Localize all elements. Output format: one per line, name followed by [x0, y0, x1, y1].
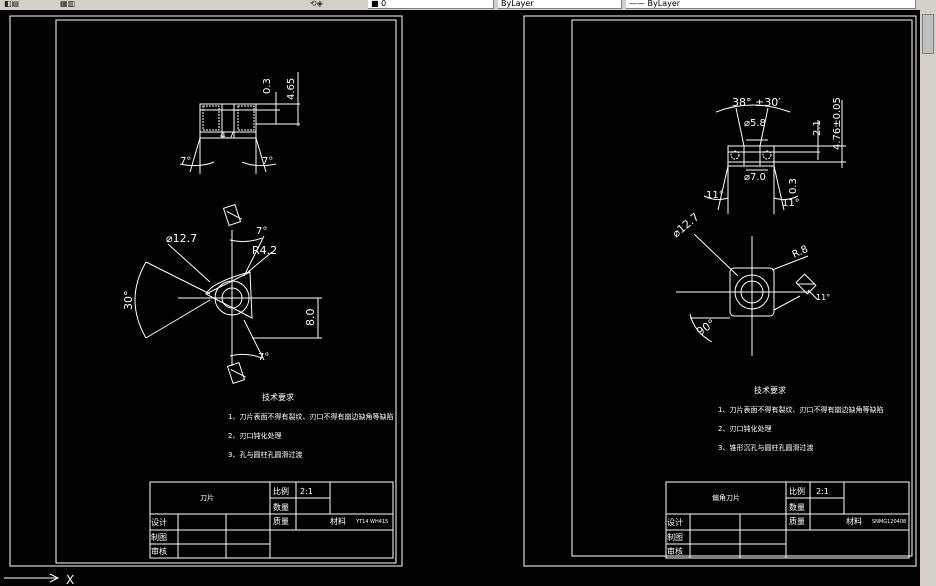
- right-dim-2-1: 2.1: [812, 120, 823, 136]
- layer-tools-icon[interactable]: ▦▥: [60, 0, 76, 8]
- right-design-label: 设计: [667, 517, 683, 527]
- right-diameter-bottom: ⌀7.0: [744, 172, 766, 183]
- left-note-1: 1、刀片表面不得有裂纹、刃口不得有崩边缺角等缺陷: [228, 412, 393, 421]
- right-scale-value: 2:1: [816, 487, 829, 496]
- left-angle-b: 7°: [262, 156, 273, 167]
- right-angle-small: 11°: [816, 293, 830, 302]
- right-angle-bottom: 11°: [782, 198, 800, 209]
- right-qty-label: 数量: [789, 502, 805, 512]
- left-angle-side: 30°: [122, 291, 135, 311]
- left-draw-label: 制图: [151, 532, 167, 542]
- sheet-right: 38° ±30′ ⌀5.8 2.1 4.76±0.05 ⌀7.0 0.3 11°…: [523, 15, 917, 567]
- sheet-right-inner-border: [571, 19, 913, 557]
- left-section-view: [179, 72, 300, 174]
- left-qty-label: 数量: [273, 502, 289, 512]
- right-angle-main: 90°: [694, 317, 717, 339]
- left-note-3: 3、孔与圆柱孔圆滑过渡: [228, 450, 302, 459]
- properties-toolbar: ◧▤ ▦▥ ⟲◈ ■ 0 ByLayer —— ByLayer: [0, 0, 936, 10]
- right-angle-top: 38° ±30′: [732, 96, 781, 109]
- right-diameter-top: ⌀5.8: [744, 118, 766, 129]
- left-notes-title: 技术要求: [262, 392, 294, 402]
- lineweight-control[interactable]: —— ByLayer: [626, 0, 916, 9]
- right-weight-label: 质量: [789, 516, 805, 526]
- right-angle-left: 11°: [706, 190, 724, 201]
- left-weight-label: 质量: [273, 516, 289, 526]
- left-scale-value: 2:1: [300, 487, 313, 496]
- scrollbar-thumb[interactable]: [922, 14, 934, 54]
- layer-state-icon[interactable]: ◧▤: [4, 0, 20, 8]
- ucs-icon: X: [4, 573, 74, 586]
- right-scale-label: 比例: [789, 486, 805, 496]
- left-plan-view: [134, 203, 322, 385]
- color-value: ■ 0: [371, 0, 387, 8]
- right-dim-thickness: 4.76±0.05: [832, 97, 843, 150]
- right-title-block: [665, 481, 910, 559]
- right-notes-title: 技术要求: [754, 385, 786, 395]
- right-material-label: 材料: [846, 516, 862, 526]
- left-part-name: 刀片: [200, 493, 214, 502]
- linetype-control[interactable]: ByLayer: [498, 0, 622, 9]
- left-scale-label: 比例: [273, 486, 289, 496]
- left-material-value: YT14 WH415: [355, 519, 388, 525]
- left-dim-inner: 4.7: [220, 131, 234, 141]
- lineweight-value: —— ByLayer: [629, 0, 681, 8]
- drawing-canvas[interactable]: 0.3 4.65 4.7 7° 7°: [0, 10, 920, 586]
- right-material-value: SNMG120408: [872, 519, 906, 525]
- right-section-view: [703, 100, 846, 214]
- right-plan-view: [676, 233, 819, 356]
- left-dim-radius: R4.2: [252, 244, 277, 257]
- right-note-3: 3、锥形沉孔与圆柱孔圆滑过渡: [718, 443, 813, 452]
- sheet-right-outer-border: [523, 15, 917, 567]
- vertical-scrollbar[interactable]: [920, 10, 936, 586]
- left-angle-top: 7°: [256, 226, 267, 237]
- layer-previous-icon[interactable]: ⟲◈: [310, 0, 323, 8]
- left-design-label: 设计: [151, 517, 167, 527]
- left-dim-diameter: ⌀12.7: [166, 232, 197, 245]
- right-note-1: 1、刀片表面不得有裂纹、刃口不得有崩边缺角等缺陷: [718, 405, 883, 414]
- left-dim-4-65: 4.65: [286, 78, 297, 100]
- left-title-block: [149, 481, 394, 559]
- linetype-value: ByLayer: [501, 0, 534, 8]
- color-control[interactable]: ■ 0: [368, 0, 494, 9]
- sheet-left-outer-border: [9, 15, 403, 567]
- left-note-2: 2、刃口钝化处理: [228, 431, 281, 440]
- left-dim-height: 8.0: [304, 309, 317, 327]
- left-check-label: 审核: [151, 546, 167, 556]
- right-main-diameter: ⌀12.7: [670, 210, 702, 240]
- ucs-x-label: X: [66, 573, 74, 586]
- right-note-2: 2、刃口钝化处理: [718, 424, 771, 433]
- right-part-name: 偏角刀片: [712, 493, 740, 502]
- left-dim-0-3: 0.3: [262, 78, 273, 94]
- right-check-label: 审核: [667, 546, 683, 556]
- sheet-left: 0.3 4.65 4.7 7° 7°: [9, 15, 403, 567]
- right-draw-label: 制图: [667, 532, 683, 542]
- left-angle-bottom: 7°: [258, 352, 269, 363]
- sheet-left-inner-border: [55, 19, 397, 564]
- left-material-label: 材料: [330, 516, 346, 526]
- left-angle-a: 7°: [180, 156, 191, 167]
- right-dim-0-3: 0.3: [788, 178, 799, 194]
- right-radius: R.8: [791, 244, 810, 261]
